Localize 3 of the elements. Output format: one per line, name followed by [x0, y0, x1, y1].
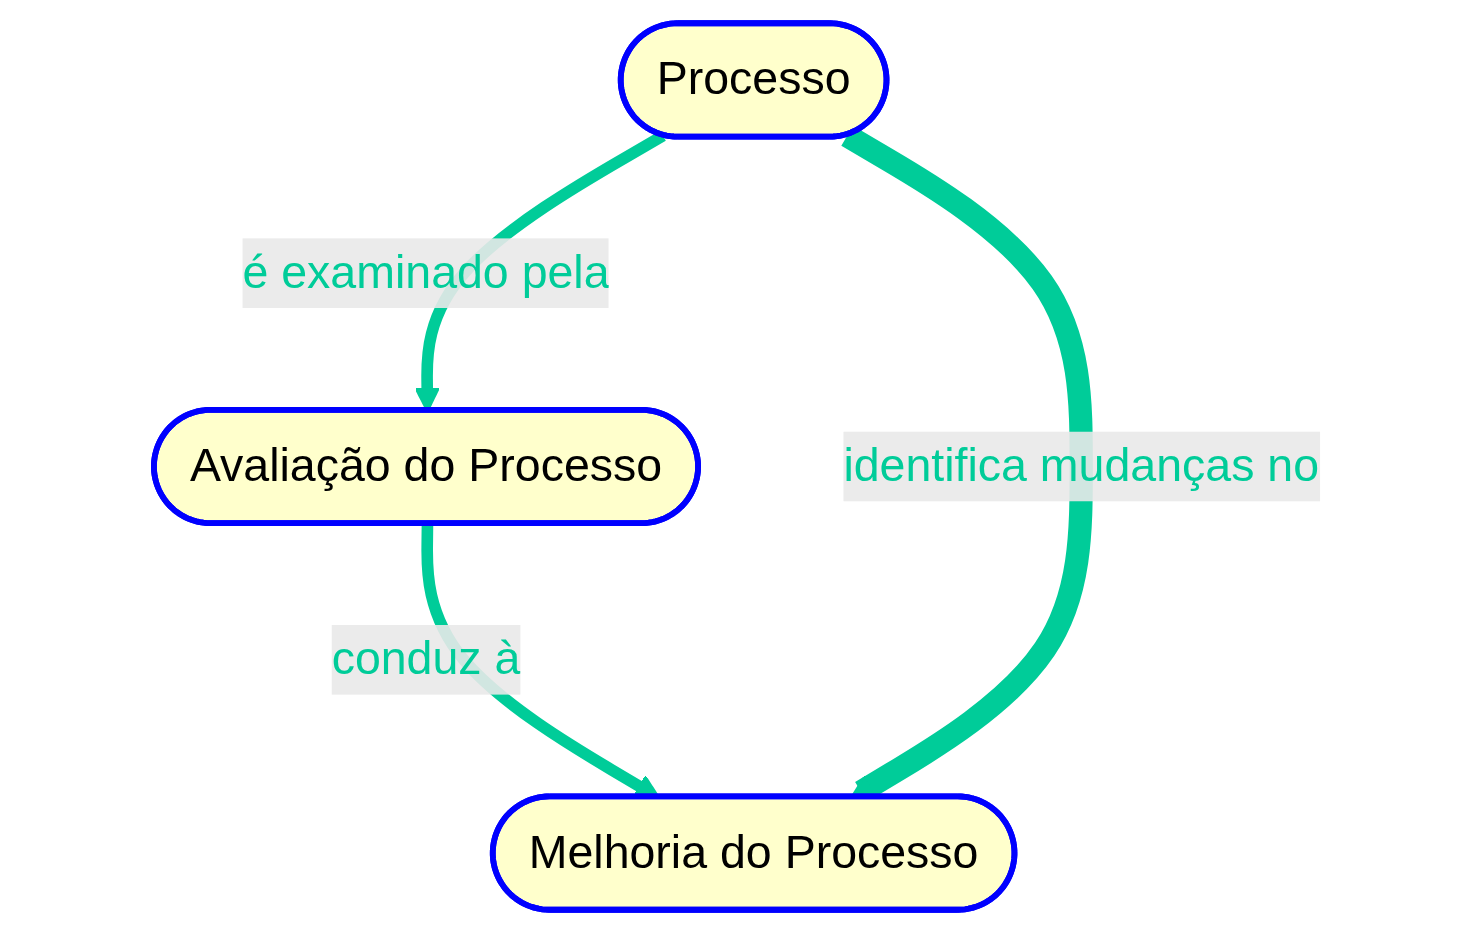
edge-label: identifica mudanças no [843, 440, 1320, 490]
edge-label: é examinado pela [242, 247, 610, 297]
edge-label: conduz à [331, 633, 521, 684]
